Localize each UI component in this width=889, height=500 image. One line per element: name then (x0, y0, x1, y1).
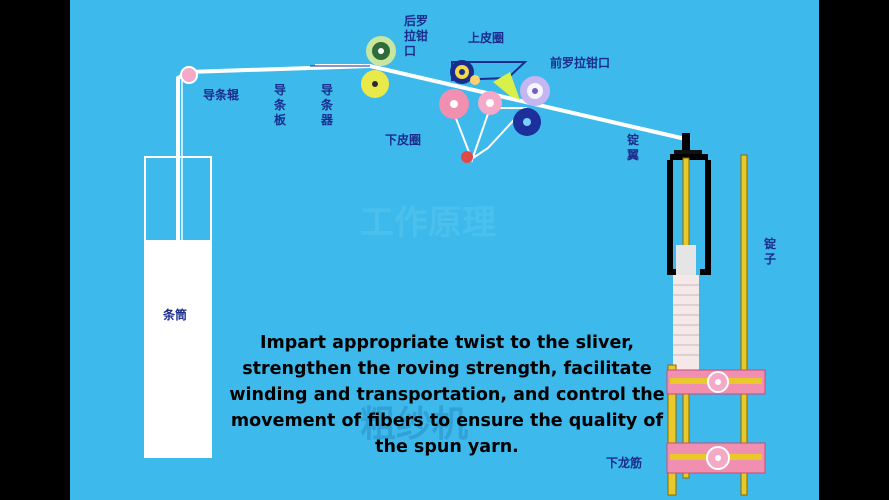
watermark-lower: 粗纱机 (360, 403, 469, 445)
label-upper-apron: 上皮圈 (468, 31, 505, 45)
flyer (667, 133, 711, 275)
label-guide-roller: 导条辊 (203, 88, 240, 102)
label-lower-apron: 下皮圈 (385, 133, 422, 147)
label-rear-roller-nip: 后罗拉钳口 (404, 14, 429, 58)
label-can: 条筒 (163, 308, 188, 322)
spindle-assembly (667, 154, 748, 496)
label-guide-device: 导条器 (320, 83, 333, 127)
apron-system (439, 60, 528, 163)
sliver-can (144, 156, 212, 458)
label-front-roller-nip: 前罗拉钳口 (550, 56, 611, 70)
label-lower-rail: 下龙筋 (606, 456, 643, 470)
subtitle-caption: Impart appropriate twist to the sliver, … (229, 333, 665, 457)
back-roller-pair (361, 36, 396, 98)
drafting-diagram (144, 36, 766, 496)
watermark-upper: 工作原理 (360, 203, 496, 243)
sliver-path (176, 63, 691, 240)
label-guide-plate: 导条板 (273, 83, 286, 127)
lower-apron-tensioner (461, 151, 473, 163)
label-flyer: 锭翼 (626, 133, 639, 162)
label-spindle: 锭子 (763, 237, 776, 266)
lower-rail (666, 442, 766, 474)
bobbin-rail (666, 369, 766, 395)
guide-roller (180, 66, 198, 84)
animation-stage: 工作原理 粗纱机 (70, 0, 819, 500)
front-roller-pair (513, 76, 550, 136)
